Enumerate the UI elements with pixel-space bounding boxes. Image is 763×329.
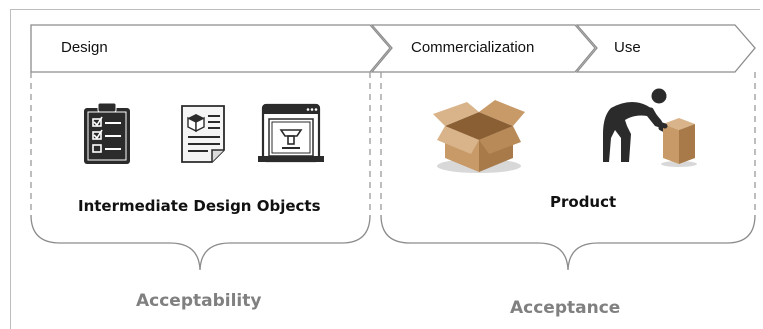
phase-label-commercialization: Commercialization [411, 39, 535, 56]
intermediate-design-objects-label: Intermediate Design Objects [78, 197, 321, 215]
open-box-icon [433, 100, 525, 173]
phase-use-chevron [575, 24, 756, 73]
acceptance-brace [380, 214, 756, 271]
browser-3d-model-icon [258, 103, 324, 163]
acceptability-brace [30, 214, 371, 271]
document-with-box-icon [181, 105, 225, 163]
phase-label-design: Design [61, 39, 108, 56]
person-lifting-box-icon [603, 88, 697, 167]
phase-label-use: Use [614, 39, 641, 56]
phase-commercialization-chevron [370, 24, 596, 73]
checklist-icon [84, 102, 130, 164]
product-label: Product [550, 193, 617, 211]
acceptability-label: Acceptability [136, 291, 262, 311]
frame-top-line [10, 9, 760, 10]
frame-left-line [10, 9, 11, 329]
acceptance-label: Acceptance [510, 298, 621, 318]
phase-design-chevron [30, 24, 391, 73]
